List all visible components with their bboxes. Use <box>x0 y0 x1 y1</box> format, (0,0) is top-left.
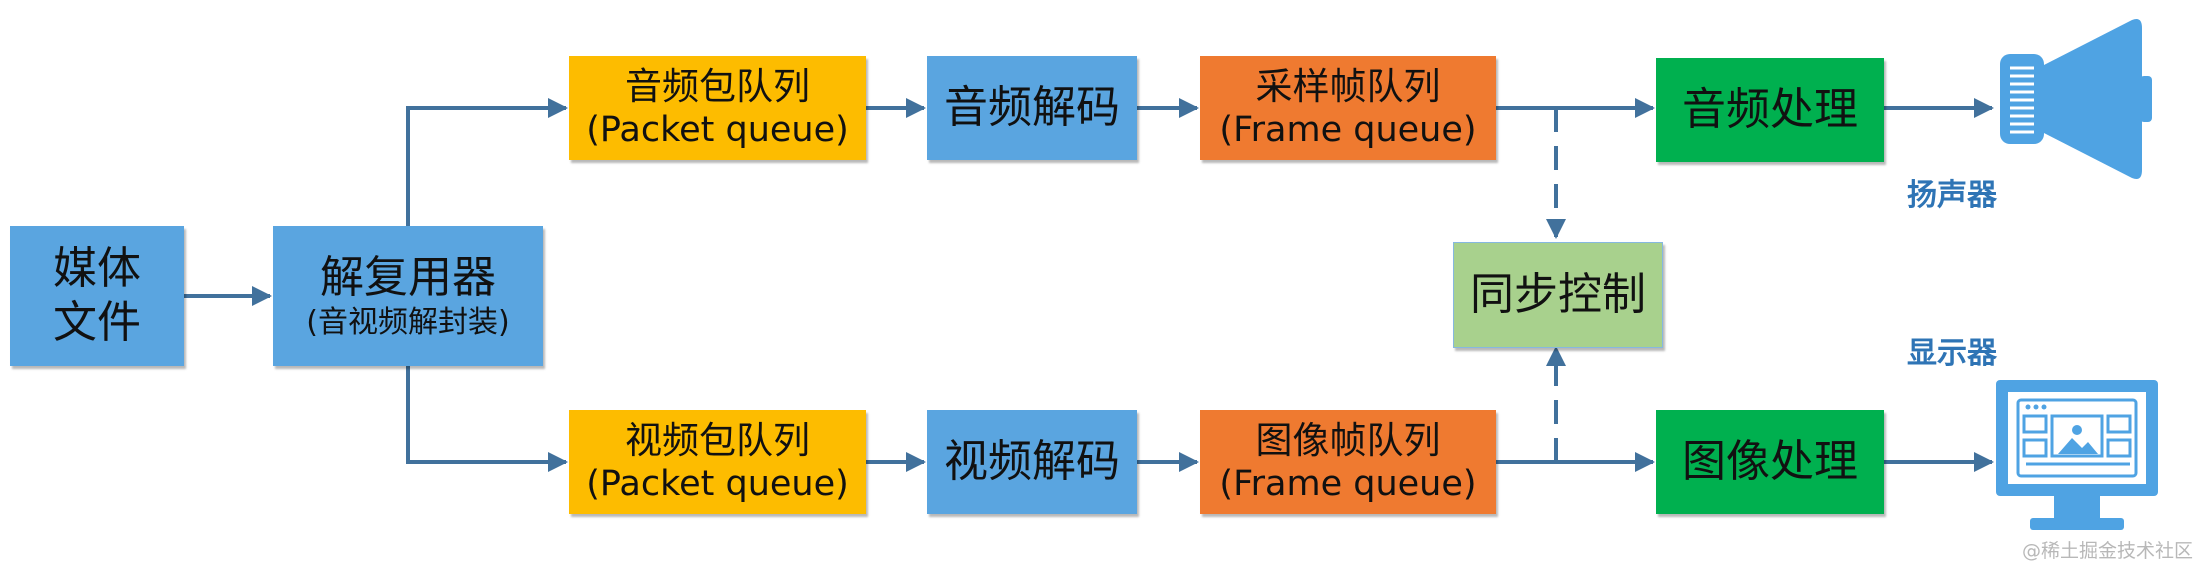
speaker-megaphone-icon <box>2000 19 2152 179</box>
demuxer-box: 解复用器 (音视频解封装) <box>273 226 543 366</box>
demuxer-title: 解复用器 <box>320 251 496 303</box>
video-frame-queue-box: 图像帧队列 (Frame queue) <box>1200 410 1496 514</box>
sync-control-title: 同步控制 <box>1470 269 1646 321</box>
video-decoder-box: 视频解码 <box>927 410 1137 514</box>
video-packet-queue-title: 视频包队列 <box>625 419 810 463</box>
video-decoder-title: 视频解码 <box>944 436 1120 488</box>
media-file-line2: 文件 <box>53 297 141 348</box>
audio-decoder-box: 音频解码 <box>927 56 1137 160</box>
media-file-line1: 媒体 <box>53 243 141 295</box>
audio-process-title: 音频处理 <box>1682 84 1858 136</box>
video-frame-queue-subtitle: (Frame queue) <box>1219 464 1477 505</box>
audio-packet-queue-box: 音频包队列 (Packet queue) <box>569 56 866 160</box>
audio-decoder-title: 音频解码 <box>944 82 1120 134</box>
audio-packet-queue-title: 音频包队列 <box>625 65 810 109</box>
media-file-box: 媒体 文件 <box>10 226 184 366</box>
display-label: 显示器 <box>1907 336 1997 371</box>
sync-control-box: 同步控制 <box>1453 242 1663 348</box>
audio-packet-queue-subtitle: (Packet queue) <box>586 110 849 151</box>
audio-frame-queue-box: 采样帧队列 (Frame queue) <box>1200 56 1496 160</box>
audio-frame-queue-title: 采样帧队列 <box>1255 65 1441 109</box>
video-packet-queue-box: 视频包队列 (Packet queue) <box>569 410 866 514</box>
audio-frame-queue-subtitle: (Frame queue) <box>1219 110 1477 151</box>
video-packet-queue-subtitle: (Packet queue) <box>586 464 849 505</box>
audio-process-box: 音频处理 <box>1656 58 1884 162</box>
image-process-box: 图像处理 <box>1656 410 1884 514</box>
image-process-title: 图像处理 <box>1682 436 1858 488</box>
demuxer-subtitle: (音视频解封装) <box>306 304 510 340</box>
video-frame-queue-title: 图像帧队列 <box>1255 419 1441 463</box>
arrow-demuxer-to-audio-queue <box>406 98 568 226</box>
arrow-demuxer-to-video-queue <box>406 366 568 472</box>
watermark-text: @稀土掘金技术社区 <box>2021 540 2193 562</box>
monitor-icon <box>1996 380 2158 530</box>
speaker-label: 扬声器 <box>1907 178 1997 213</box>
